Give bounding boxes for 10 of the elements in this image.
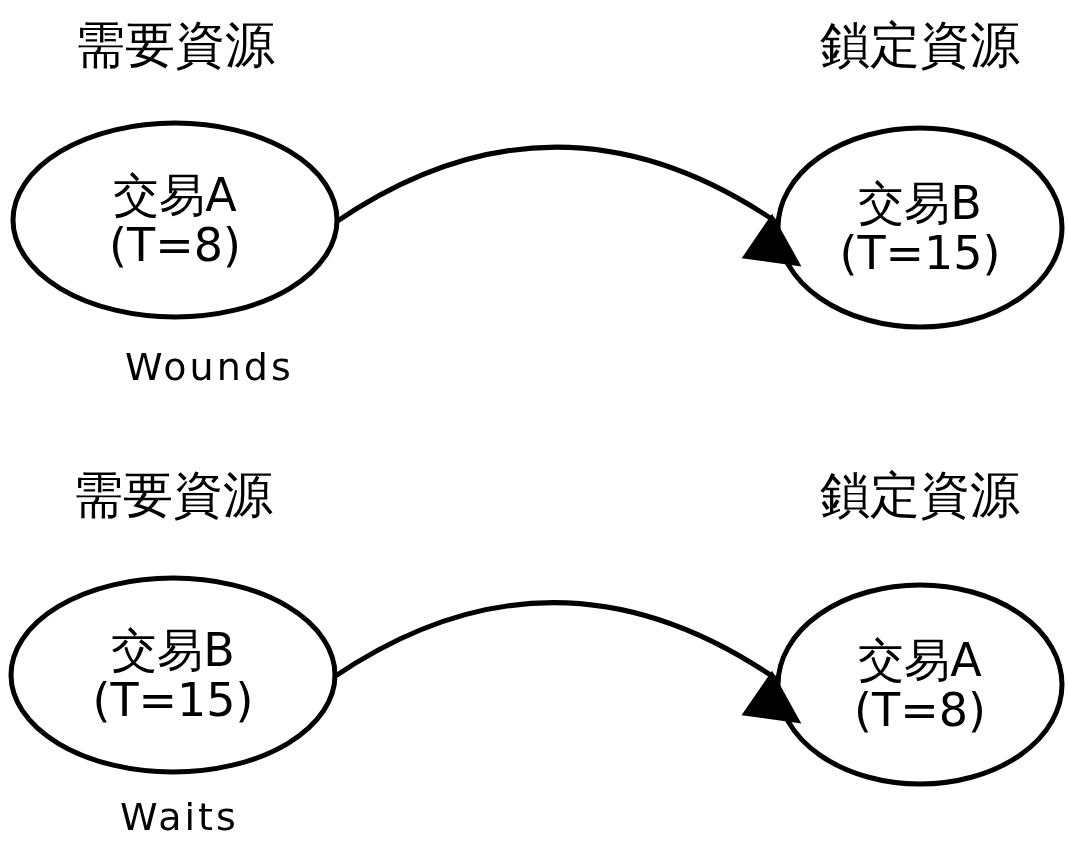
node-label: 交易A (T=8) xyxy=(853,634,987,735)
caption: Wounds xyxy=(125,345,294,389)
heading: 鎖定資源 xyxy=(819,15,1021,75)
node-label: 交易A (T=8) xyxy=(108,170,242,270)
heading: 需要資源 xyxy=(72,465,274,525)
node-label: 交易B (T=15) xyxy=(838,177,1002,278)
node-label: 交易B (T=15) xyxy=(91,625,255,725)
heading: 需要資源 xyxy=(74,15,276,75)
caption: Waits xyxy=(120,795,239,839)
heading: 鎖定資源 xyxy=(819,465,1021,525)
